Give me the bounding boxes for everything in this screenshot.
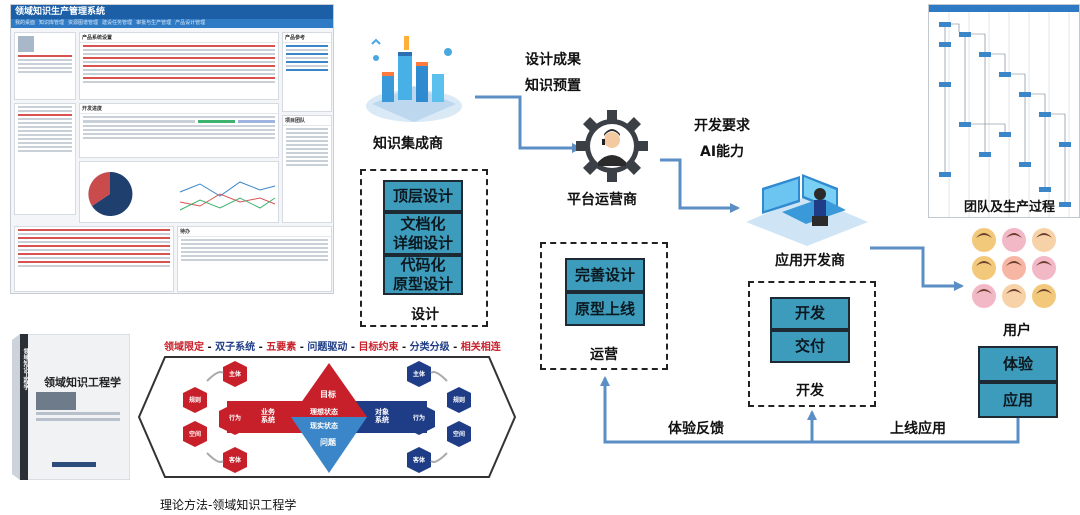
application-box: 应用 — [978, 382, 1058, 418]
principle-item: 相关相连 — [460, 342, 501, 353]
experience-feedback-label: 体验反馈 — [668, 421, 724, 437]
deliver-box: 交付 — [770, 330, 850, 363]
principle-item: 五要素 — [266, 342, 297, 353]
principles-line: 领域限定 - 双子系统 - 五要素 - 问题驱动 - 目标约束 - 分类分级 -… — [164, 342, 501, 353]
left-node: 规则 — [189, 397, 202, 404]
improve-design-box: 完善设计 — [565, 258, 645, 292]
tree-panel — [14, 103, 76, 215]
products-panel-title: 产品系统设置 — [80, 33, 278, 43]
screenshot-nav: 我的桌面 知识库管理 资源图谱管理 建设任务管理 审批与生产管理 产品设计管理 — [11, 19, 333, 28]
top-level-design-box: 顶层设计 — [383, 180, 463, 212]
theory-caption: 理论方法-领域知识工程学 — [160, 498, 297, 512]
triangle-mid-label: 理想状态 — [310, 408, 338, 416]
team-process-flowchart — [928, 4, 1080, 218]
tasks-panel-title: 待办 — [178, 227, 331, 237]
triangle-top-label: 目标 — [320, 390, 336, 399]
products-panel: 产品系统设置 — [79, 32, 279, 100]
users-label: 用户 — [1003, 323, 1031, 339]
developer-workstation-icon — [746, 174, 868, 246]
triangle-low-label: 现实状态 — [310, 422, 338, 430]
screenshot-nav-item: 知识库管理 — [39, 20, 65, 26]
right-node: 规则 — [453, 397, 466, 404]
screenshot-nav-item: 建设任务管理 — [102, 20, 133, 26]
principle-item: 目标约束 — [358, 342, 399, 353]
team-process-label: 团队及生产过程 — [964, 200, 1056, 215]
integrator-label: 知识集成商 — [373, 136, 443, 152]
operation-label: 运营 — [590, 347, 618, 363]
design-label: 设计 — [411, 307, 439, 323]
reference-panel: 产品参考 — [282, 32, 332, 112]
left-node: 客体 — [229, 457, 242, 464]
tasks-panel: 待办 — [177, 226, 332, 292]
integrator-arrow-label-1: 设计成果 — [525, 52, 581, 68]
platform-gear-icon — [576, 110, 648, 182]
users-avatars-icon — [972, 228, 1056, 308]
book-title: 领域知识工程学 — [44, 376, 121, 389]
design-group — [360, 169, 488, 327]
principle-item: 分类分级 — [409, 342, 450, 353]
schedule-panel-title: 开发进度 — [80, 104, 278, 114]
prototype-online-box: 原型上线 — [565, 292, 645, 326]
team-panel-title: 项目团队 — [283, 116, 331, 126]
experience-box: 体验 — [978, 346, 1058, 382]
right-node: 主体 — [413, 371, 426, 378]
screenshot-nav-item: 资源图谱管理 — [68, 20, 99, 26]
left-node: 主体 — [229, 371, 242, 378]
user-panel — [14, 32, 76, 100]
triangle-bottom-label: 问题 — [320, 438, 336, 447]
arrow-platform-to-developer — [660, 158, 740, 213]
screenshot-nav-item: 审批与生产管理 — [136, 20, 172, 26]
develop-box: 开发 — [770, 297, 850, 330]
schedule-panel: 开发进度 — [79, 103, 279, 158]
developer-label: 应用开发商 — [775, 253, 845, 269]
develop-label: 开发 — [796, 383, 824, 399]
operation-group — [540, 242, 668, 370]
online-application-label: 上线应用 — [890, 421, 946, 437]
platform-arrow-label-1: 开发要求 — [694, 118, 750, 134]
right-center-label: 对象 系统 — [375, 408, 389, 424]
right-node: 客体 — [413, 457, 426, 464]
screenshot-title: 领域知识生产管理系统 — [11, 5, 333, 19]
arrow-developer-to-users — [870, 246, 964, 291]
right-node: 空间 — [453, 431, 466, 438]
principle-item: 问题驱动 — [307, 342, 348, 353]
develop-group — [748, 281, 876, 407]
code-prototype-design-box: 代码化 原型设计 — [383, 255, 463, 295]
theory-hexagon-diagram: 主体 规则 行为 空间 客体 主体 规则 行为 空间 客体 业务 系统 对象 系… — [137, 355, 517, 479]
reference-panel-title: 产品参考 — [283, 33, 331, 43]
arrow-integrator-to-platform — [475, 95, 582, 153]
screenshot-nav-item: 产品设计管理 — [175, 20, 206, 26]
avatar — [18, 36, 34, 52]
book-cover: 领域知识工程学 领域知识工程学 — [12, 333, 131, 481]
integrator-arrow-label-2: 知识预置 — [525, 78, 581, 94]
left-center-label: 业务 系统 — [261, 408, 275, 424]
book-spine: 领域知识工程学 — [22, 348, 29, 390]
left-node: 行为 — [229, 415, 242, 422]
system-screenshot: 领域知识生产管理系统 我的桌面 知识库管理 资源图谱管理 建设任务管理 审批与生… — [10, 4, 334, 294]
doc-detailed-design-box: 文档化 详细设计 — [383, 212, 463, 255]
mini-charts — [88, 171, 276, 216]
principle-item: 领域限定 — [164, 342, 204, 353]
platform-arrow-label-2: AI能力 — [700, 144, 745, 160]
right-node: 行为 — [413, 415, 426, 422]
city-illustration-icon — [366, 36, 462, 122]
platform-label: 平台运营商 — [567, 192, 637, 208]
left-node: 空间 — [189, 431, 202, 438]
team-panel: 项目团队 — [282, 115, 332, 223]
screenshot-nav-item: 我的桌面 — [15, 20, 36, 26]
chart-panel — [79, 161, 279, 223]
bottom-left-panel — [14, 226, 174, 292]
principle-item: 双子系统 — [215, 342, 256, 353]
